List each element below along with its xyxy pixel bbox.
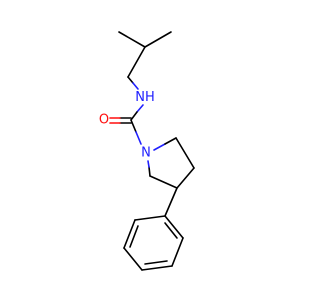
bond-ring-c3-c4 (176, 167, 195, 189)
bond-phenyl-3 (141, 265, 173, 271)
bond-carbonyl-ring-n (135, 131, 142, 145)
bond-phenyl-attach (164, 187, 178, 217)
bond-ring-c2-c3 (175, 137, 195, 169)
molecule-structure: NH O N (99, 31, 195, 271)
bond-ring-n-c2 (164, 137, 177, 145)
bond-amide-n (136, 104, 144, 113)
bond-amide-c (130, 111, 138, 121)
bond-ch2-c (127, 76, 134, 84)
amide-n-symbol: N (135, 90, 145, 105)
atom-label-carbonyl-o: O (99, 113, 109, 128)
amide-n-suffix: H (145, 90, 155, 105)
bond-phenyl-inner-2 (144, 260, 168, 265)
bond-ring-c5-n (148, 166, 151, 177)
bond-phenyl-4 (123, 247, 143, 271)
bond-carbonyl-ring-c (130, 119, 137, 133)
bond-ring-n-c2-n (153, 143, 166, 151)
bond-ch2-n (132, 82, 139, 90)
bond-phenyl-1 (164, 215, 184, 239)
bond-phenyl-inner-3 (129, 225, 139, 248)
atom-label-ring-n: N (141, 146, 151, 161)
bond-phenyl-6 (134, 215, 166, 221)
bond-phenyl-5 (123, 219, 136, 249)
bond-phenyl-2 (171, 237, 184, 267)
bond-isobutyl-ch (127, 46, 146, 78)
atom-label-amide-n: NH (135, 90, 155, 105)
bond-ring-c4-c5 (149, 175, 178, 189)
bond-methyl-left (118, 31, 146, 48)
bond-methyl-right (144, 31, 172, 48)
bond-phenyl-inner-1 (164, 222, 178, 239)
bond-ring-c5-n-n (147, 160, 150, 168)
